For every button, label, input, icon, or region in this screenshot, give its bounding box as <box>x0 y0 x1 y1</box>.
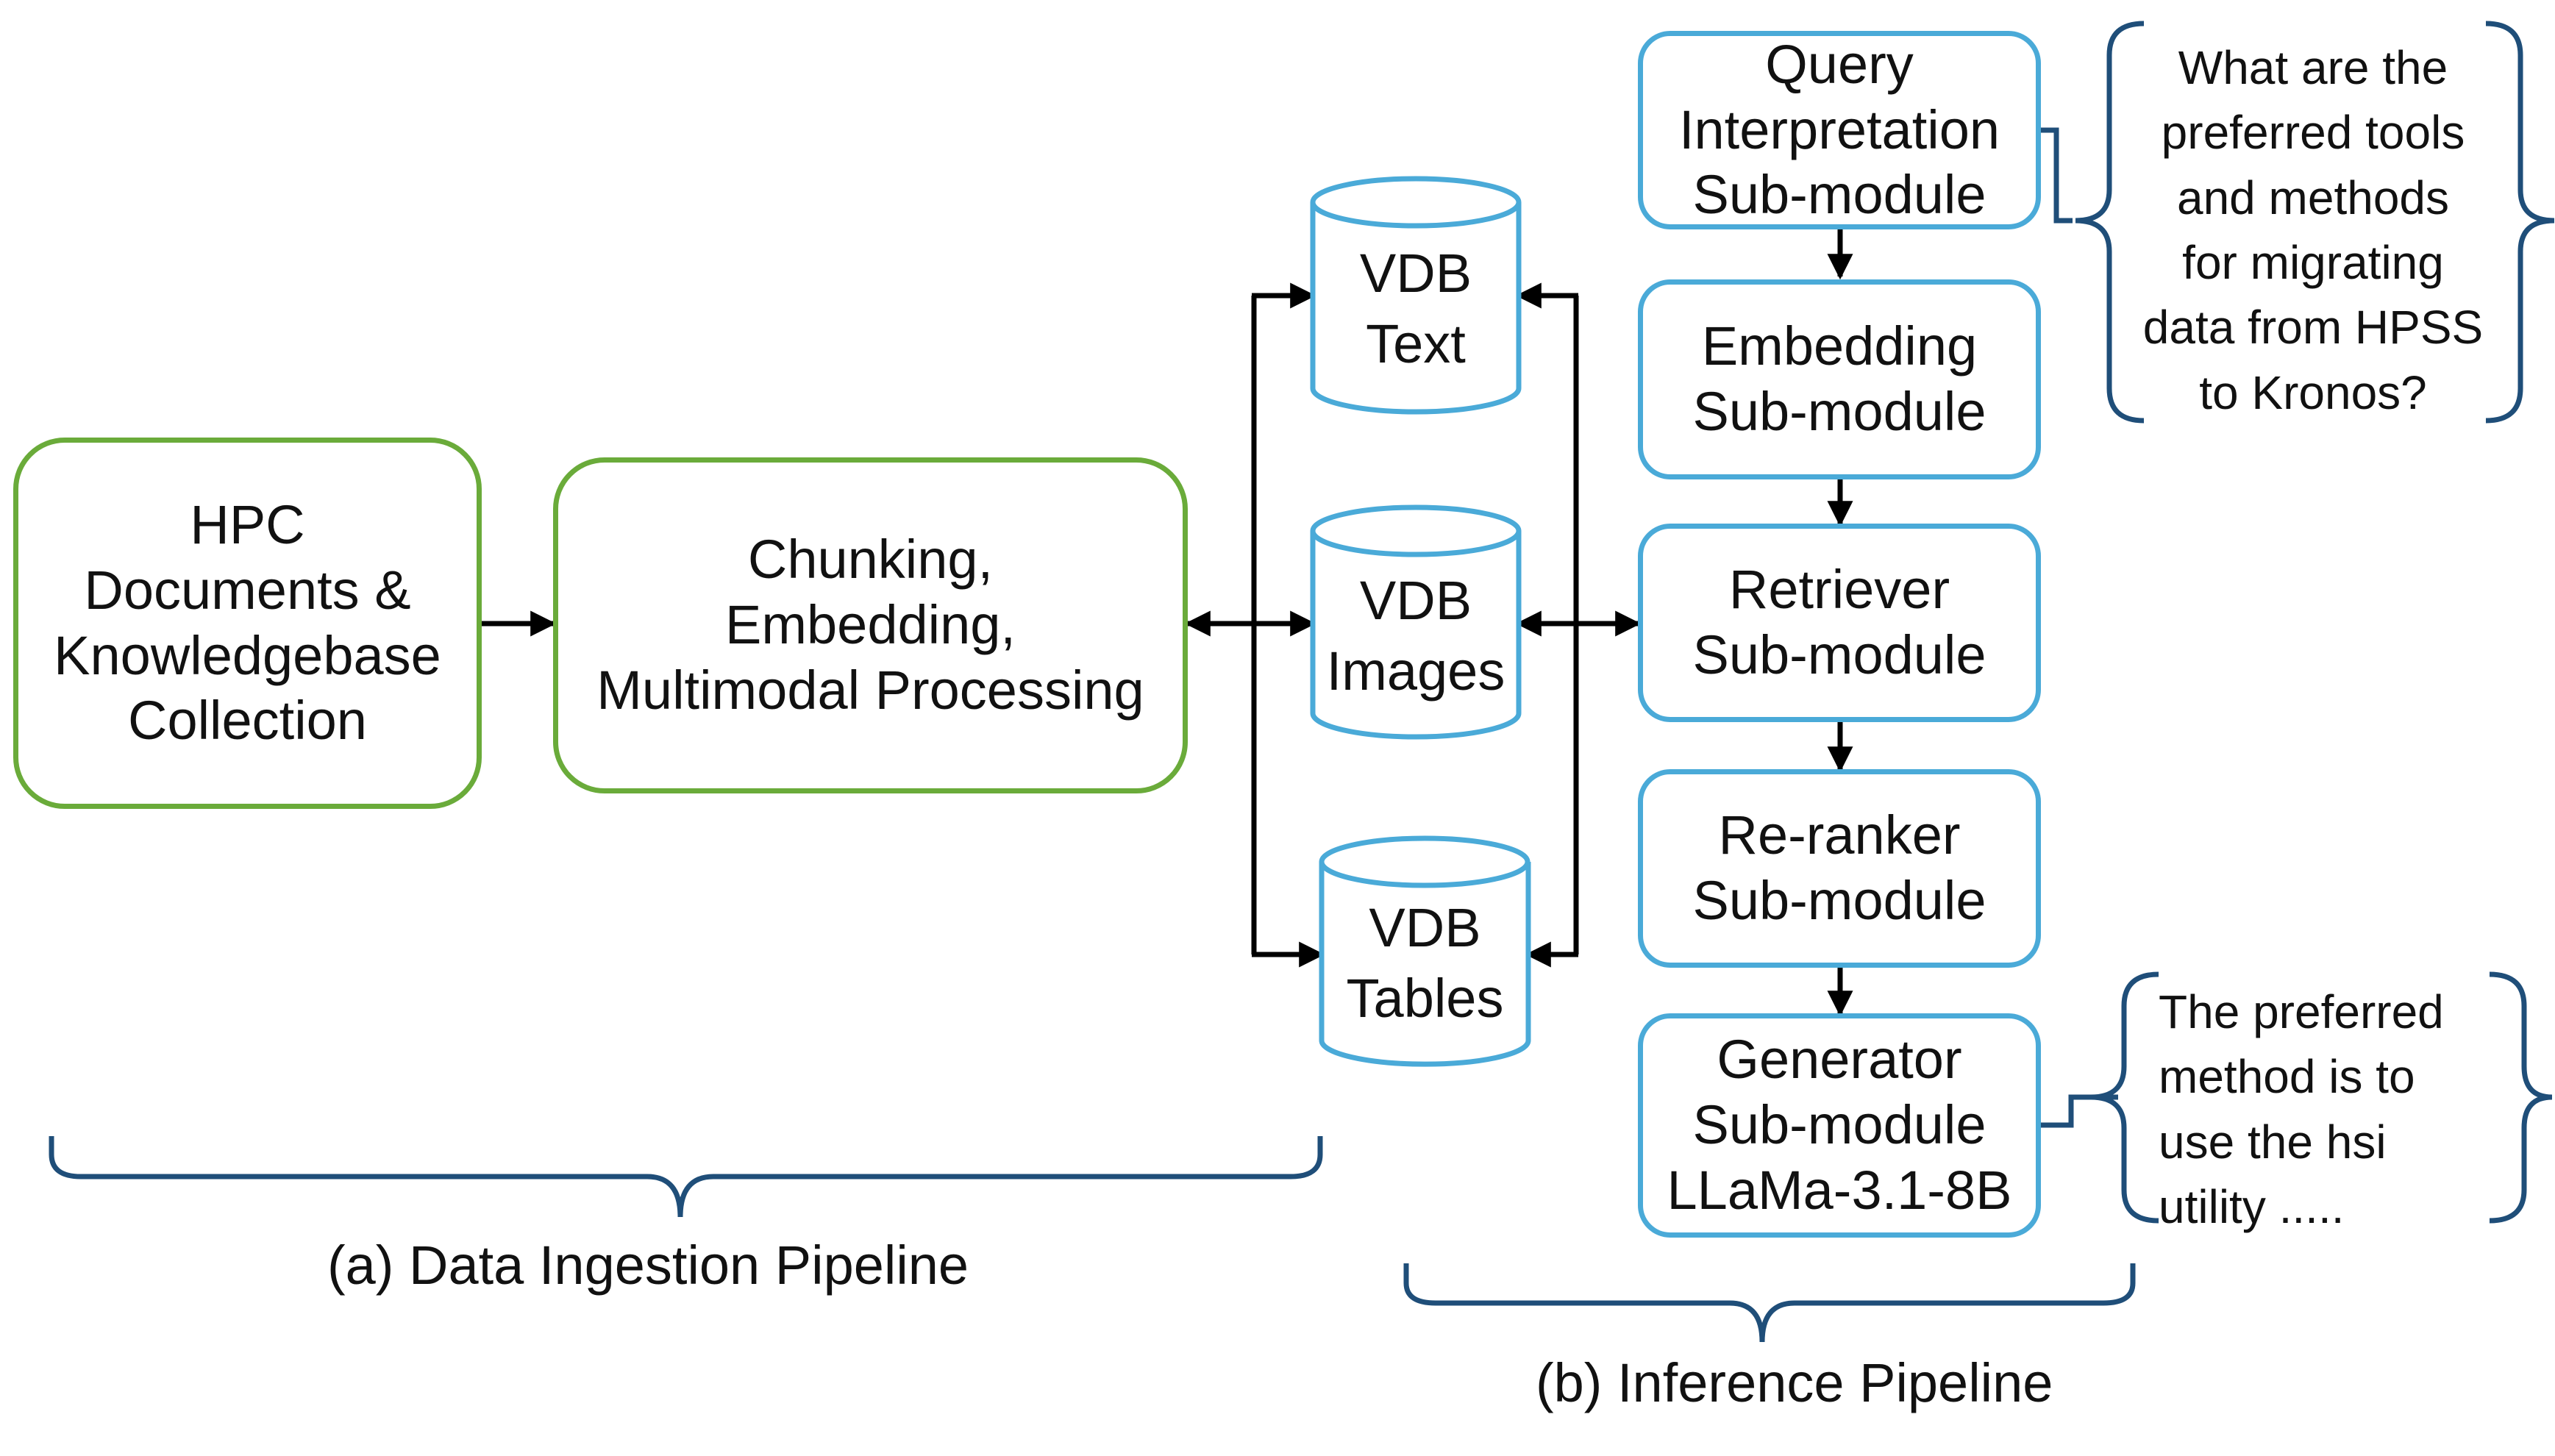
query-note-line-5: data from HPSS <box>2142 301 2484 354</box>
query-note-right-brace <box>2485 21 2555 424</box>
query-note-line-3: and methods <box>2176 171 2450 224</box>
vdb-images-cylinder <box>1310 504 1522 740</box>
vdb-tables-line-1: VDB <box>1369 896 1481 958</box>
inference-caption-brace <box>1403 1263 2136 1343</box>
embedding-module-line-1: Embedding <box>1701 315 1978 377</box>
vdb-text-line-2: Text <box>1366 313 1466 374</box>
reranker-module-line-2: Sub-module <box>1692 870 1986 931</box>
vdb-text-label: VDB Text <box>1313 232 1519 386</box>
answer-note-line-1: The preferred <box>2159 985 2444 1038</box>
source-line-3: Knowledgebase <box>54 624 441 686</box>
generator-module-line-3: LLaMa-3.1-8B <box>1667 1159 2012 1221</box>
process-line-1: Chunking, <box>747 529 994 590</box>
answer-note-line-3: use the hsi <box>2159 1115 2387 1168</box>
answer-note-right-brace <box>2489 971 2553 1224</box>
answer-note-line-2: method is to <box>2159 1050 2415 1104</box>
reranker-module-line-1: Re-ranker <box>1718 804 1961 866</box>
vdb-text-cylinder <box>1310 176 1522 415</box>
query-interpretation-module: Query Interpretation Sub-module <box>1638 31 2041 229</box>
ingestion-caption-brace <box>49 1136 1323 1218</box>
ingestion-pipeline-caption: (a) Data Ingestion Pipeline <box>327 1235 969 1296</box>
query-note-line-1: What are the <box>2178 41 2448 94</box>
process-line-3: Multimodal Processing <box>596 659 1144 721</box>
vdb-images-line-1: VDB <box>1359 569 1472 631</box>
source-line-1: HPC <box>190 493 305 555</box>
generator-module: Generator Sub-module LLaMa-3.1-8B <box>1638 1013 2041 1238</box>
answer-note-line-4: utility ..... <box>2159 1180 2345 1233</box>
query-note-line-4: for migrating <box>2182 235 2444 289</box>
generator-module-line-1: Generator <box>1717 1029 1962 1091</box>
vdb-tables-label: VDB Tables <box>1322 886 1528 1041</box>
process-line-2: Embedding, <box>725 594 1016 656</box>
generator-module-line-2: Sub-module <box>1692 1094 1986 1156</box>
example-answer-note: The preferred method is to use the hsi u… <box>2159 979 2504 1239</box>
embedding-module: Embedding Sub-module <box>1638 279 2041 479</box>
retriever-module-line-1: Retriever <box>1728 559 1950 621</box>
answer-note-left-brace <box>2090 971 2159 1224</box>
chunking-embedding-box: Chunking, Embedding, Multimodal Processi… <box>553 457 1188 793</box>
query-note-left-brace <box>2075 21 2145 424</box>
reranker-module: Re-ranker Sub-module <box>1638 769 2041 968</box>
query-module-line-1: Query <box>1765 33 1914 95</box>
embedding-module-line-2: Sub-module <box>1692 381 1986 442</box>
query-note-line-2: preferred tools <box>2161 106 2465 160</box>
retriever-module-line-2: Sub-module <box>1692 624 1986 685</box>
source-line-2: Documents & <box>84 559 411 621</box>
query-module-line-3: Sub-module <box>1692 164 1986 226</box>
source-documents-box: HPC Documents & Knowledgebase Collection <box>13 438 482 809</box>
vdb-tables-cylinder <box>1319 835 1531 1067</box>
retriever-module: Retriever Sub-module <box>1638 524 2041 722</box>
query-module-line-2: Interpretation <box>1678 99 2000 160</box>
vdb-images-label: VDB Images <box>1313 559 1519 713</box>
query-to-note-connector <box>2041 127 2073 224</box>
source-line-4: Collection <box>128 690 367 752</box>
vdb-images-line-2: Images <box>1326 640 1505 702</box>
query-note-line-6: to Kronos? <box>2199 365 2427 419</box>
example-query-note: What are the preferred tools and methods… <box>2118 35 2508 425</box>
vdb-tables-line-2: Tables <box>1346 968 1504 1029</box>
inference-pipeline-caption: (b) Inference Pipeline <box>1536 1352 2053 1413</box>
vdb-text-line-1: VDB <box>1359 242 1472 304</box>
